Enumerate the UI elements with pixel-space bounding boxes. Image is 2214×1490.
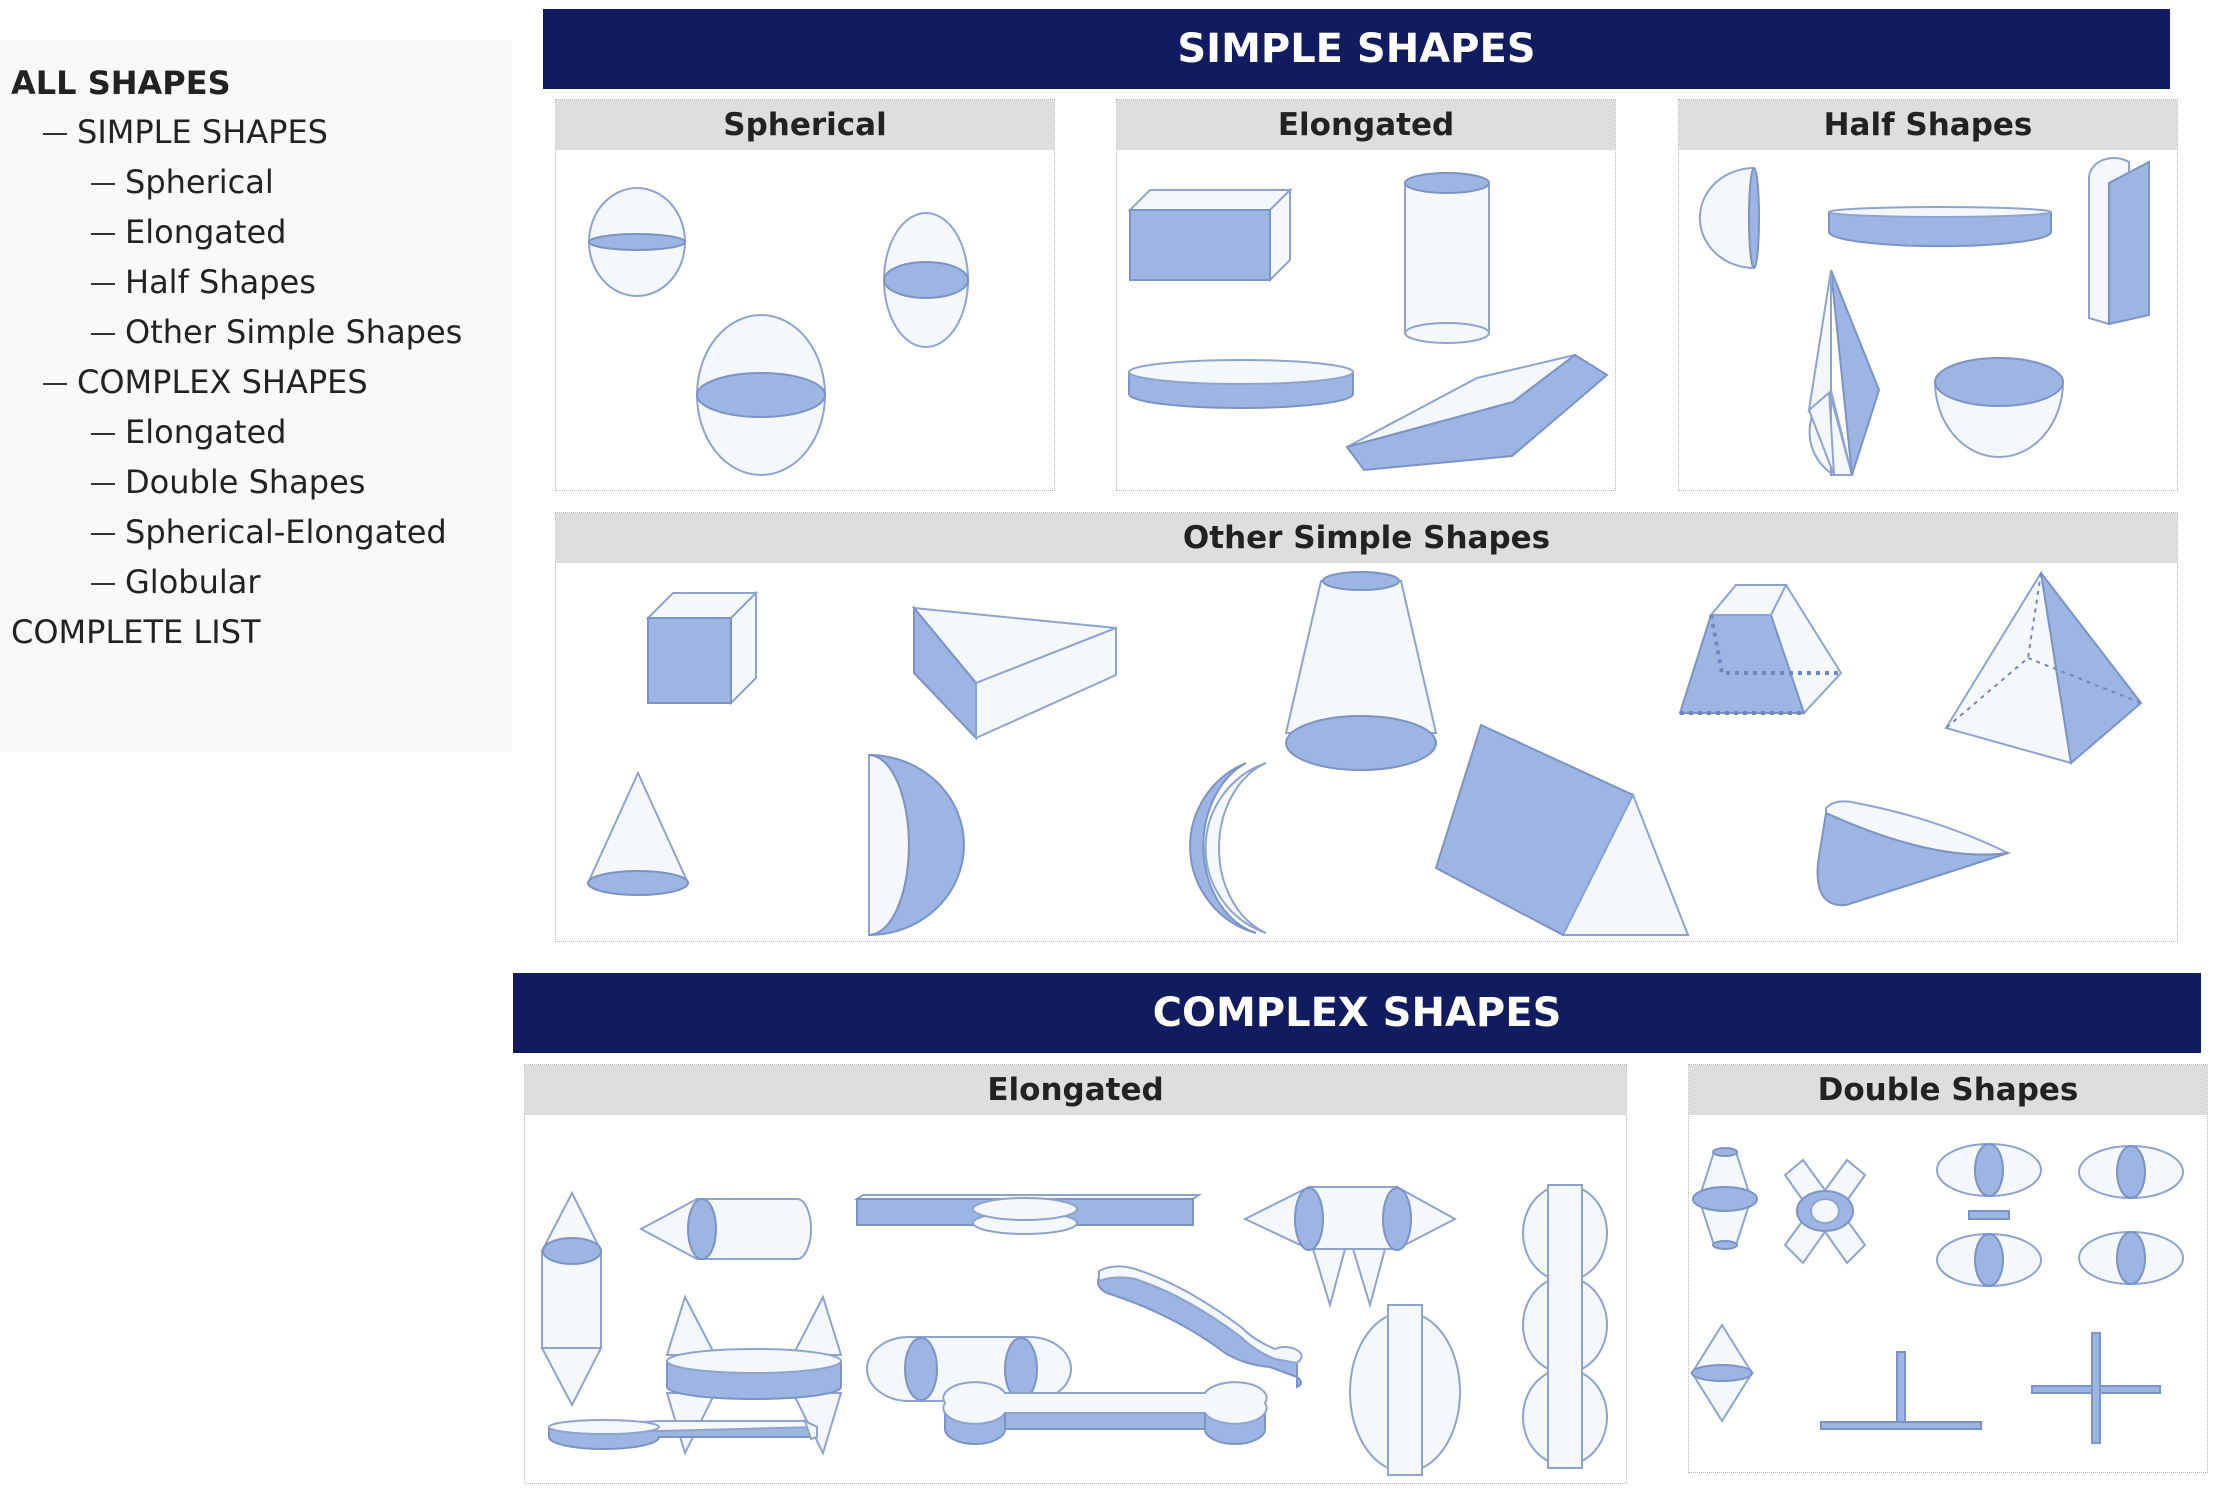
- nav-simple-shapes[interactable]: SIMPLE SHAPES: [43, 113, 328, 151]
- simple-shapes-header: SIMPLE SHAPES: [543, 9, 2170, 89]
- large-sphere-shape[interactable]: [696, 314, 826, 476]
- cone-cylinder-shape[interactable]: [638, 1197, 812, 1261]
- panel-title: Spherical: [556, 100, 1054, 150]
- cylinder-with-cones-shape[interactable]: [1242, 1185, 1458, 1309]
- square-frustum-shape[interactable]: [1678, 584, 1843, 715]
- panel-title: Half Shapes: [1679, 100, 2177, 150]
- wedge-block-shape[interactable]: [1434, 723, 1690, 937]
- sphere-shape[interactable]: [588, 187, 686, 297]
- dumbbell-bar-shape[interactable]: [942, 1381, 1268, 1445]
- double-disc-stacked-shape[interactable]: [2078, 1145, 2184, 1285]
- triangular-prism-shape[interactable]: [911, 605, 1117, 741]
- half-moon-lens-shape[interactable]: [868, 753, 965, 937]
- dash-icon: [91, 433, 115, 435]
- nav-all-shapes[interactable]: ALL SHAPES: [11, 64, 231, 102]
- nav-complex-spherical-elongated[interactable]: Spherical-Elongated: [91, 513, 447, 551]
- panel-title: Elongated: [1117, 100, 1615, 150]
- double-cone-shape[interactable]: [1690, 1323, 1754, 1423]
- lens-column-shape[interactable]: [1349, 1304, 1461, 1476]
- panel-title: Other Simple Shapes: [556, 513, 2177, 563]
- nav-simple-spherical[interactable]: Spherical: [91, 163, 274, 201]
- panel-other-simple-shapes: Other Simple Shapes: [555, 512, 2178, 942]
- t-bar-shape[interactable]: [1820, 1351, 1982, 1430]
- nav-simple-elongated[interactable]: Elongated: [91, 213, 286, 251]
- cross-bar-shape[interactable]: [2031, 1332, 2161, 1444]
- nav-complex-double[interactable]: Double Shapes: [91, 463, 365, 501]
- elongated-lump-shape[interactable]: [1097, 1265, 1303, 1389]
- half-cylinder-shape[interactable]: [2088, 157, 2150, 326]
- sidebar-nav: ALL SHAPES SIMPLE SHAPES Spherical Elong…: [0, 40, 512, 752]
- double-shapes: [1690, 1143, 2184, 1444]
- disc-with-four-cones-shape[interactable]: [665, 1294, 843, 1456]
- cuboid-shape[interactable]: [1127, 187, 1293, 283]
- crossed-cylinders-shape[interactable]: [1783, 1158, 1867, 1265]
- dash-icon: [91, 283, 115, 285]
- simple-shapes-title: SIMPLE SHAPES: [1177, 26, 1536, 72]
- dash-icon: [91, 183, 115, 185]
- dash-icon: [91, 483, 115, 485]
- disc-with-bar-shape[interactable]: [853, 1194, 1203, 1235]
- panel-complex-elongated: Elongated: [524, 1064, 1627, 1484]
- flat-disc-shape[interactable]: [1128, 359, 1354, 409]
- dash-icon: [91, 533, 115, 535]
- nav-complex-shapes[interactable]: COMPLEX SHAPES: [43, 363, 368, 401]
- dash-icon: [43, 133, 67, 135]
- dash-icon: [43, 383, 67, 385]
- nav-complex-globular[interactable]: Globular: [91, 563, 261, 601]
- nav-complex-elongated[interactable]: Elongated: [91, 413, 286, 451]
- panel-simple-half-shapes: Half Shapes: [1678, 99, 2178, 491]
- other-simple-shapes: [586, 570, 2143, 937]
- cylinder-shape[interactable]: [1404, 172, 1490, 344]
- double-disc-vertical-shape[interactable]: [1936, 1143, 2042, 1287]
- half-sphere-vertical-shape[interactable]: [1698, 166, 1760, 270]
- panel-simple-spherical: Spherical: [555, 99, 1055, 491]
- frustum-shape[interactable]: [1284, 571, 1438, 771]
- panel-title: Double Shapes: [1689, 1065, 2207, 1115]
- half-cone-shape[interactable]: [1807, 269, 1881, 476]
- dash-icon: [91, 333, 115, 335]
- half-disc-shape[interactable]: [1828, 206, 2052, 248]
- complex-shapes-header: COMPLEX SHAPES: [513, 973, 2201, 1053]
- nav-complete-list[interactable]: COMPLETE LIST: [11, 613, 261, 651]
- flat-slab-shape[interactable]: [1345, 353, 1609, 472]
- panel-title: Elongated: [525, 1065, 1626, 1115]
- cone-shape[interactable]: [586, 770, 690, 896]
- nav-simple-half-shapes[interactable]: Half Shapes: [91, 263, 316, 301]
- double-frustum-shape[interactable]: [1692, 1147, 1758, 1250]
- complex-shapes-title: COMPLEX SHAPES: [1152, 990, 1562, 1036]
- nav-simple-other[interactable]: Other Simple Shapes: [91, 313, 462, 351]
- triple-sphere-column-shape[interactable]: [1522, 1184, 1608, 1469]
- panel-complex-double-shapes: Double Shapes: [1688, 1064, 2208, 1473]
- dash-icon: [91, 233, 115, 235]
- panel-simple-elongated: Elongated: [1116, 99, 1616, 491]
- elongated-shapes: [1127, 172, 1609, 472]
- cube-shape[interactable]: [645, 590, 759, 706]
- complex-elongated-shapes: [540, 1184, 1608, 1476]
- dash-icon: [91, 583, 115, 585]
- vertical-ellipsoid-shape[interactable]: [883, 212, 969, 348]
- teardrop-cone-shape[interactable]: [1816, 800, 2012, 907]
- pyramid-shape[interactable]: [1944, 570, 2143, 765]
- hemisphere-bowl-shape[interactable]: [1933, 357, 2065, 458]
- spoon-bar-shape[interactable]: [548, 1419, 818, 1450]
- crescent-shape[interactable]: [1189, 762, 1267, 934]
- bicone-cylinder-shape[interactable]: [540, 1190, 603, 1408]
- spherical-shapes: [588, 187, 969, 476]
- half-shapes: [1698, 157, 2150, 476]
